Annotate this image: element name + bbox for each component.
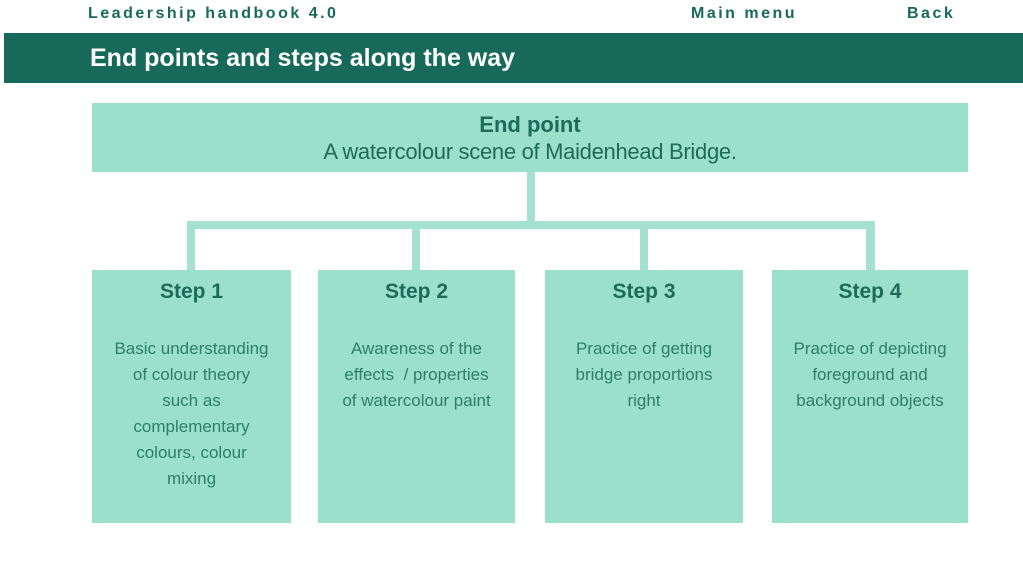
step-3-text: Practice of getting bridge proportions r… bbox=[575, 339, 713, 410]
page-title: End points and steps along the way bbox=[90, 44, 516, 72]
connector-horizontal bbox=[187, 221, 875, 229]
step-1-box: Step 1 Basic understanding of colour the… bbox=[92, 270, 291, 523]
endpoint-subtitle: A watercolour scene of Maidenhead Bridge… bbox=[323, 139, 737, 164]
step-4-title: Step 4 bbox=[838, 280, 902, 303]
brand-label: Leadership handbook 4.0 bbox=[88, 5, 339, 22]
step-2-box: Step 2 Awareness of the effects / proper… bbox=[318, 270, 515, 523]
step-3-title: Step 3 bbox=[612, 280, 676, 303]
endpoint-box: End point A watercolour scene of Maidenh… bbox=[92, 103, 968, 172]
step-4-text: Practice of depicting foreground and bac… bbox=[793, 339, 947, 410]
endpoint-title: End point bbox=[479, 112, 581, 137]
step-4-box: Step 4 Practice of depicting foreground … bbox=[772, 270, 968, 523]
connector-drop-step2 bbox=[412, 224, 420, 270]
step-2-title: Step 2 bbox=[384, 280, 449, 303]
step-1-text: Basic understanding of colour theory suc… bbox=[114, 339, 269, 488]
step-2-text: Awareness of the effects / properties of… bbox=[342, 339, 491, 410]
connector-drop-step4 bbox=[866, 224, 875, 270]
main-menu-link[interactable]: Main menu bbox=[691, 5, 798, 22]
step-1-title: Step 1 bbox=[159, 280, 224, 303]
connector-drop-step3 bbox=[640, 224, 648, 270]
connector-drop-step1 bbox=[187, 224, 195, 270]
step-3-box: Step 3 Practice of getting bridge propor… bbox=[545, 270, 743, 523]
connector-stub bbox=[527, 172, 535, 222]
back-link[interactable]: Back bbox=[907, 5, 956, 22]
top-bar: Leadership handbook 4.0 Main menu Back bbox=[0, 0, 1023, 33]
slide-title-bar: End points and steps along the way bbox=[4, 33, 1023, 83]
